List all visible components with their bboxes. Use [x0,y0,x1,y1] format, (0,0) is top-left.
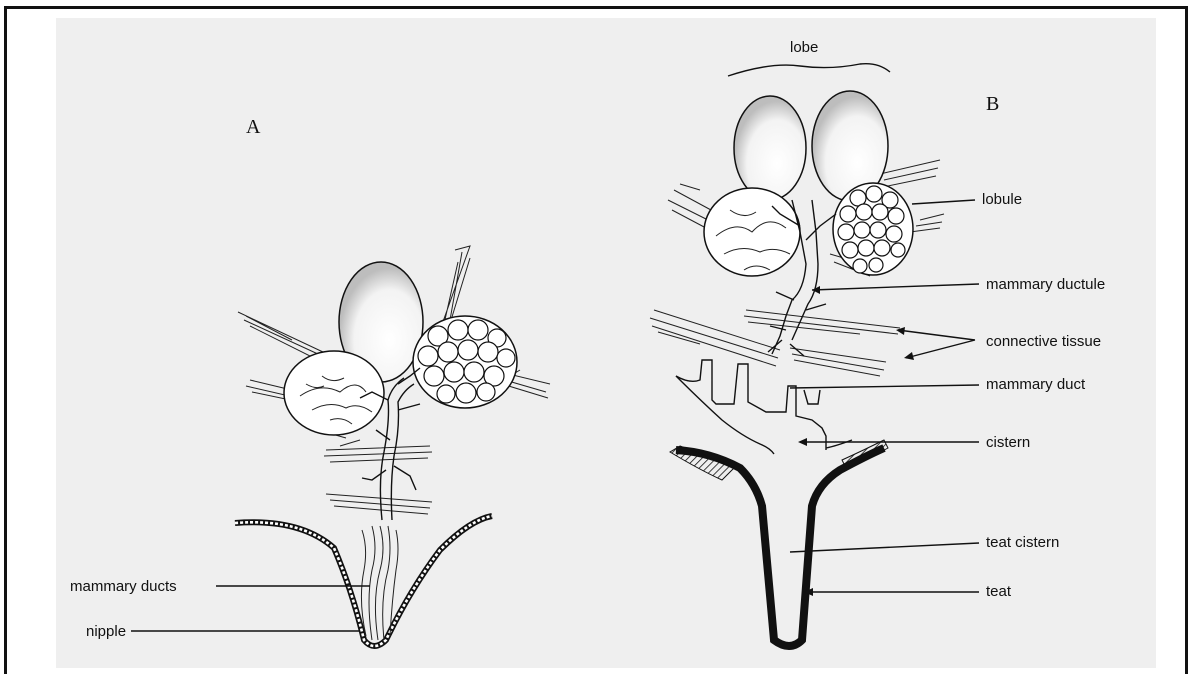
leader-mammary-ductule [812,284,979,290]
panel-a-letter: A [246,116,261,138]
lobe-brace [728,64,890,76]
label-mammary-duct: mammary duct [986,376,1086,393]
label-mammary-ductule: mammary ductule [986,276,1105,293]
label-lobe: lobe [790,39,818,56]
leader-teat-cistern [790,543,979,552]
arrow-cistern [798,438,807,446]
leader-lobule [912,200,975,204]
label-nipple: nipple [86,623,126,640]
label-teat: teat [986,583,1012,600]
label-mammary-ducts: mammary ducts [70,578,177,595]
teat-b [670,440,888,646]
panel-b-letter: B [986,93,999,115]
leader-mammary-duct [790,385,979,388]
alveolus-empty-b-left [734,96,806,200]
label-connective-tissue: connective tissue [986,333,1101,350]
label-teat-cistern: teat cistern [986,534,1059,551]
mammary-duct-b [676,360,852,454]
connective-tissue-b [650,160,944,376]
leader-connective-tissue [898,330,975,358]
label-lobule: lobule [982,191,1022,208]
arrow-connective-tissue-2 [904,352,914,360]
label-cistern: cistern [986,434,1030,451]
